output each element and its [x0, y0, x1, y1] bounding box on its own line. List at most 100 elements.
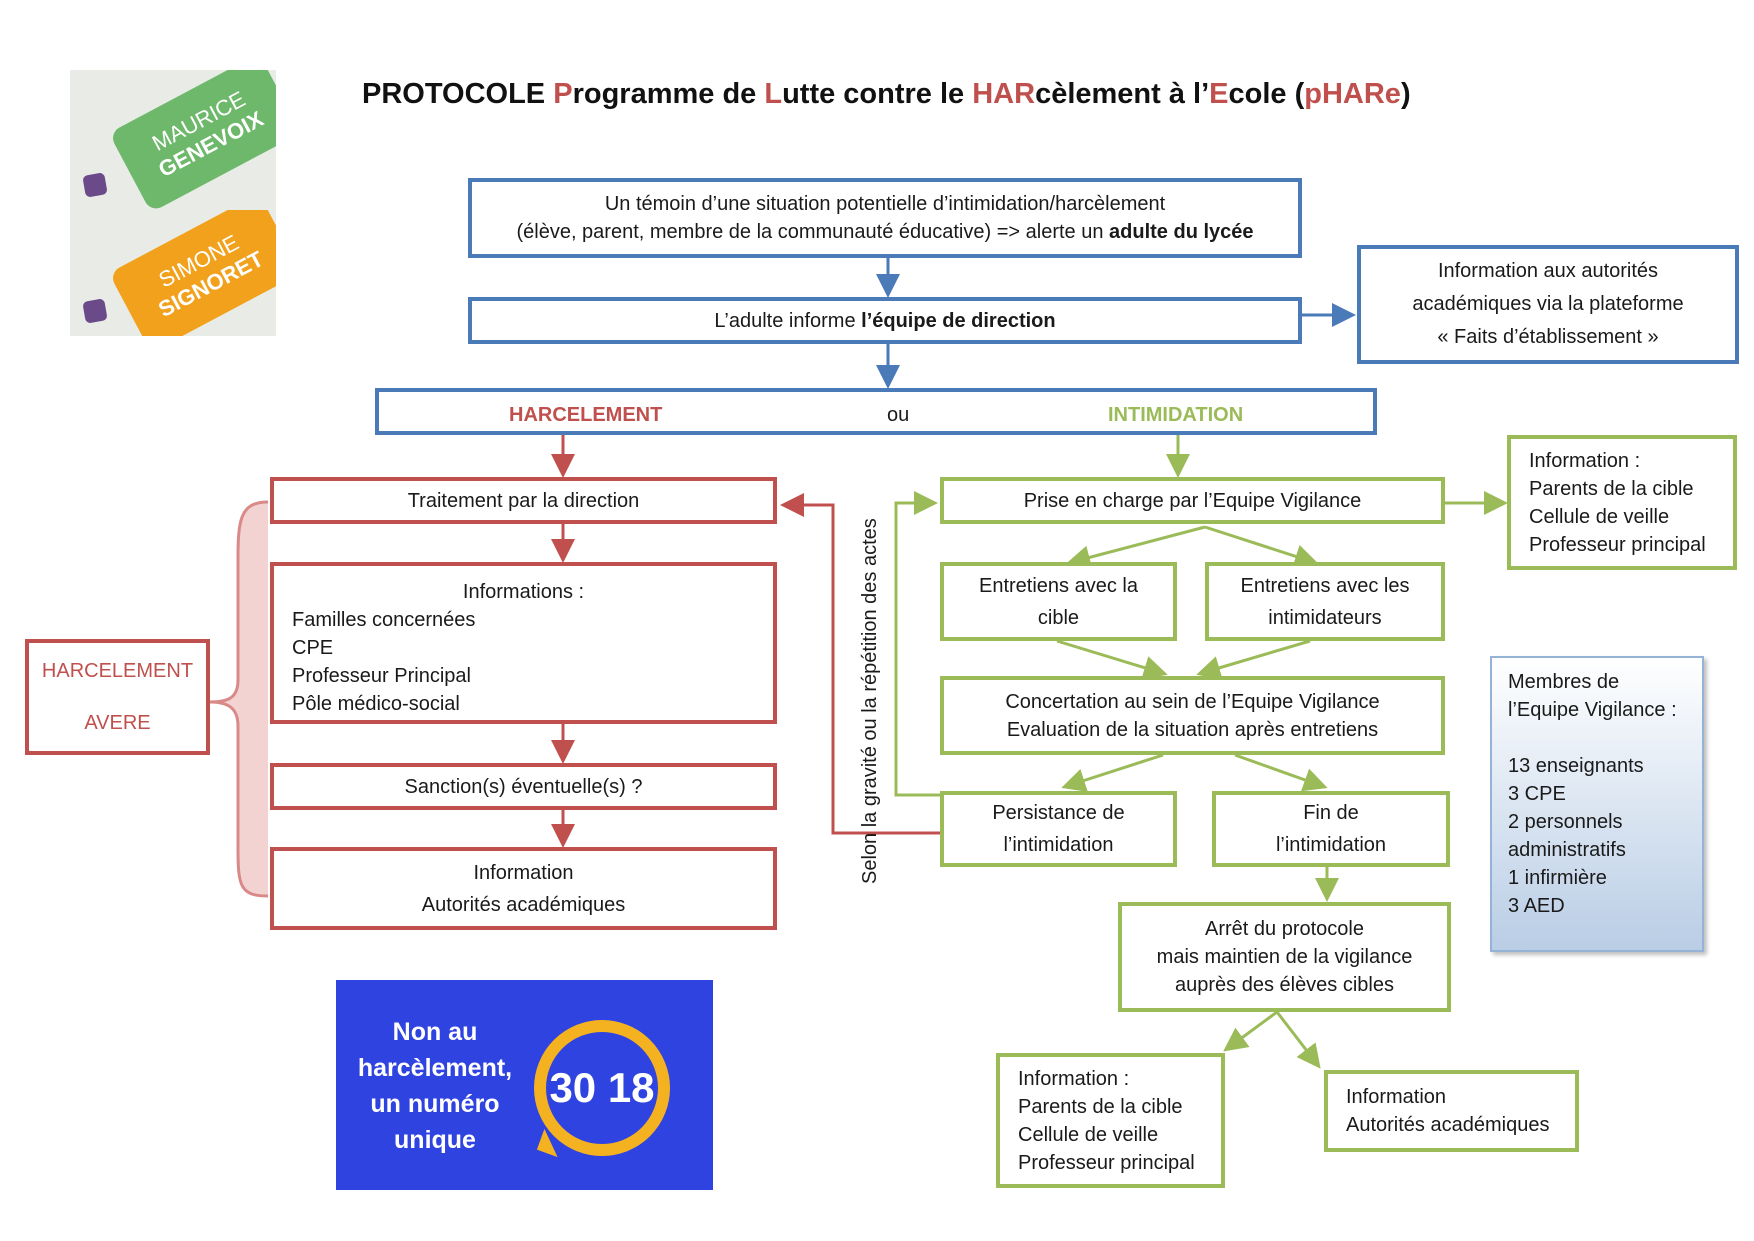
info-autorites-box: Information Autorités académiques [270, 847, 777, 930]
page-title: PROTOCOLE Programme de Lutte contre le H… [362, 78, 1411, 111]
choice-box: HARCELEMENT ou INTIMIDATION [375, 388, 1377, 435]
fin-box: Fin de l’intimidation [1212, 791, 1450, 867]
title-accent: HAR [972, 78, 1036, 110]
avere-line1: HARCELEMENT [41, 660, 194, 682]
info-item: Cellule de veille [1529, 505, 1670, 528]
informations-item: Familles concernées [292, 609, 476, 631]
informations-box: Informations : Familles concernées CPE P… [270, 562, 777, 724]
title-text: ) [1400, 78, 1411, 110]
arrow [1066, 525, 1206, 570]
info-title: Information : [1529, 449, 1641, 472]
informations-item: Pôle médico-social [292, 693, 460, 715]
temoin-box: Un témoin d’une situation potentielle d’… [468, 178, 1302, 258]
entretiens-intimidateurs-box: Entretiens avec les intimidateurs [1205, 562, 1445, 641]
brace [209, 500, 269, 898]
membres-item: 2 personnels [1508, 811, 1623, 833]
ou-label: ou [887, 404, 910, 426]
info-parents-top-box: Information : Parents de la cible Cellul… [1507, 435, 1737, 570]
school-logo-signoret: SIMONE SIGNORET [70, 210, 276, 336]
numero-3018-banner: Non au harcèlement, un numéro unique 30 … [336, 980, 713, 1190]
temoin-line1: Un témoin d’une situation potentielle d’… [604, 193, 1166, 215]
title-text: cèlement à l’ [1035, 78, 1210, 110]
informations-item: CPE [292, 637, 334, 659]
info-item: Parents de la cible [1018, 1095, 1183, 1118]
arrow [1223, 1010, 1278, 1052]
info-parents-bottom-box: Information : Parents de la cible Cellul… [996, 1053, 1225, 1188]
info-autorites-line1: Information [473, 861, 574, 884]
fin-line2: l’intimidation [1275, 834, 1387, 856]
title-accent: E [1209, 78, 1229, 110]
arrow [1204, 525, 1319, 568]
persistance-line2: l’intimidation [1003, 834, 1114, 856]
info-item: Parents de la cible [1529, 477, 1694, 500]
intimidation-label: INTIMIDATION [1108, 404, 1244, 426]
temoin-line2: (élève, parent, membre de la communauté … [516, 221, 1254, 243]
arrow [1275, 1011, 1321, 1069]
arrow [1234, 753, 1328, 792]
membres-title: l’Equipe Vigilance : [1508, 699, 1677, 721]
arrow [1196, 639, 1311, 680]
avere-line2: AVERE [84, 712, 151, 734]
membres-equipe-vigilance: Membres de l’Equipe Vigilance : 13 ensei… [1490, 656, 1704, 952]
arret-line3: auprès des élèves cibles [1174, 974, 1394, 996]
autorites-line2: académiques via la plateforme [1412, 293, 1684, 315]
harcelement-avere-box: HARCELEMENT AVERE [25, 639, 210, 755]
fin-line1: Fin de [1303, 802, 1359, 824]
prise-en-charge-box: Prise en charge par l’Equipe Vigilance [940, 477, 1445, 524]
membres-item: 13 enseignants [1508, 755, 1644, 777]
title-accent: pHARe [1304, 78, 1401, 110]
informations-title: Informations : [462, 581, 585, 603]
banner-text: Non au harcèlement, un numéro unique [357, 1018, 513, 1154]
concertation-line1: Concertation au sein de l’Equipe Vigilan… [1005, 690, 1380, 713]
school-logo-genevoix: MAURICE GENEVOIX [70, 70, 276, 210]
informations-item: Professeur Principal [292, 665, 471, 687]
entretiens-intim-line2: intimidateurs [1268, 606, 1382, 629]
info-autorites-bottom-box: Information Autorités académiques [1324, 1070, 1579, 1152]
arret-line1: Arrêt du protocole [1205, 918, 1364, 940]
traitement-box: Traitement par la direction [270, 477, 777, 524]
title-text: PROTOCOLE [362, 78, 554, 110]
info-autorites-bottom-line1: Information [1346, 1086, 1447, 1108]
autorites-line1: Information aux autorités [1437, 260, 1659, 282]
arrow [894, 491, 940, 797]
membres-item: administratifs [1508, 839, 1626, 861]
info-item: Professeur principal [1018, 1151, 1195, 1174]
title-accent: L [764, 78, 783, 110]
banner-number: 30 18 [549, 1064, 655, 1111]
entretiens-cible-box: Entretiens avec la cible [940, 562, 1177, 641]
entretiens-cible-line2: cible [1037, 606, 1080, 629]
concertation-box: Concertation au sein de l’Equipe Vigilan… [940, 676, 1445, 755]
arrow [780, 493, 940, 835]
info-item: Cellule de veille [1018, 1123, 1159, 1146]
arrow [1056, 639, 1168, 680]
membres-title: Membres de [1508, 671, 1620, 693]
gravite-label: Selon la gravité ou la répétition des ac… [859, 518, 881, 884]
entretiens-cible-line1: Entretiens avec la [979, 574, 1138, 597]
concertation-line2: Evaluation de la situation après entreti… [1006, 718, 1379, 741]
arrow [1061, 753, 1164, 792]
info-item: Professeur principal [1529, 533, 1706, 556]
sanction-text: Sanction(s) éventuelle(s) ? [404, 775, 643, 798]
sanction-box: Sanction(s) éventuelle(s) ? [270, 763, 777, 810]
prise-en-charge-text: Prise en charge par l’Equipe Vigilance [1023, 489, 1362, 512]
membres-item: 1 infirmière [1508, 867, 1607, 889]
title-accent: P [553, 78, 573, 110]
autorites-line3: « Faits d’établissement » [1437, 326, 1659, 348]
info-title: Information : [1018, 1067, 1130, 1090]
info-autorites-bottom-line2: Autorités académiques [1346, 1114, 1550, 1136]
informe-text: L’adulte informe l’équipe de direction [714, 309, 1056, 332]
membres-item: 3 CPE [1508, 783, 1566, 805]
speech-bubble-icon: 30 18 [534, 1020, 670, 1156]
harcelement-label: HARCELEMENT [509, 404, 663, 426]
arret-protocole-box: Arrêt du protocole mais maintien de la v… [1118, 902, 1451, 1012]
title-text: rogramme de [572, 78, 765, 110]
info-autorites-line2: Autorités académiques [421, 893, 626, 916]
title-text: utte contre le [782, 78, 973, 110]
title-text: cole ( [1228, 78, 1305, 110]
informe-direction-box: L’adulte informe l’équipe de direction [468, 297, 1302, 344]
traitement-text: Traitement par la direction [407, 489, 640, 512]
entretiens-intim-line1: Entretiens avec les [1240, 574, 1410, 597]
autorites-box: Information aux autorités académiques vi… [1357, 245, 1739, 364]
persistance-box: Persistance de l’intimidation [940, 791, 1177, 867]
